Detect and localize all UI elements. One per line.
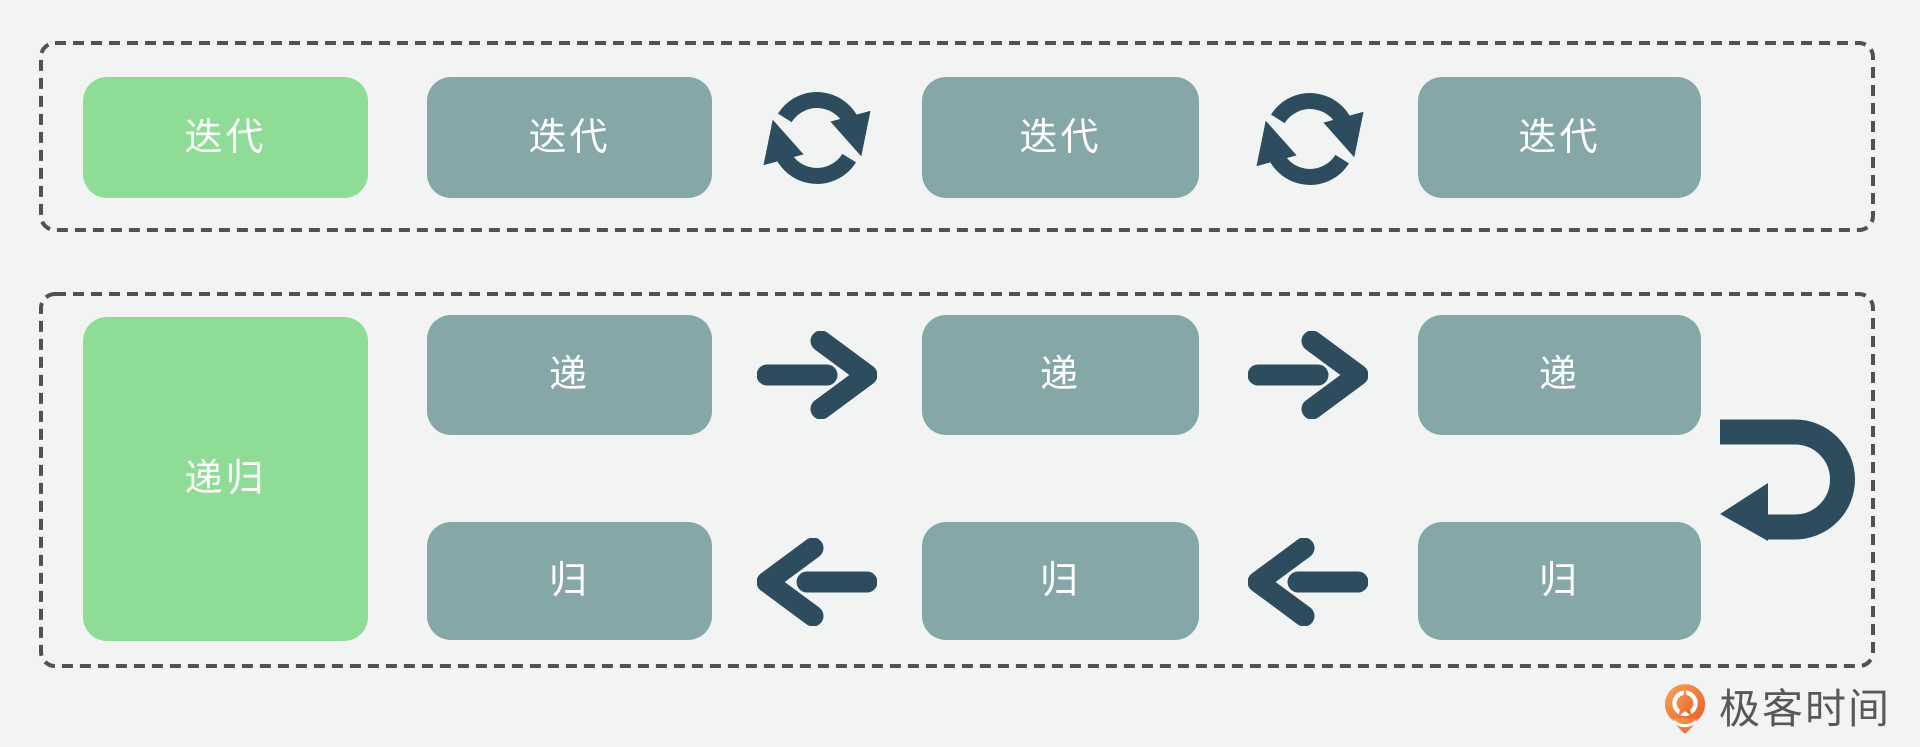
recursion-return-label: 归 <box>1538 560 1580 602</box>
u-turn-arrow-icon <box>1720 419 1855 541</box>
recursion-return-label: 归 <box>1039 560 1081 602</box>
recursion-return-box-3: 归 <box>1418 522 1701 640</box>
recursion-forward-box-3: 递 <box>1418 315 1701 435</box>
recursion-forward-label: 递 <box>548 354 590 396</box>
recursion-panel: 递归 递 递 递 归 归 归 <box>39 292 1875 668</box>
iteration-step-box-2: 迭代 <box>922 77 1199 198</box>
geektime-logo: 极客时间 <box>1662 681 1891 737</box>
recursion-return-box-1: 归 <box>427 522 712 640</box>
cycle-refresh-icon <box>1256 93 1364 185</box>
recursion-highlight-label: 递归 <box>184 458 267 500</box>
recursion-return-box-2: 归 <box>922 522 1199 640</box>
arrow-right-icon <box>757 331 877 419</box>
recursion-forward-box-1: 递 <box>427 315 712 435</box>
logo-text: 极客时间 <box>1719 685 1891 732</box>
iteration-step-label: 迭代 <box>1518 116 1601 159</box>
iteration-step-box-3: 迭代 <box>1418 77 1701 198</box>
arrow-right-icon <box>1248 331 1368 419</box>
iteration-step-label: 迭代 <box>528 116 611 159</box>
iteration-step-label: 迭代 <box>1019 116 1102 159</box>
iteration-highlight-label: 迭代 <box>184 116 267 159</box>
recursion-forward-box-2: 递 <box>922 315 1199 435</box>
geektime-pin-icon <box>1664 684 1706 734</box>
arrow-left-icon <box>1248 538 1368 626</box>
recursion-return-label: 归 <box>548 560 590 602</box>
iteration-panel: 迭代 迭代 迭代 迭代 <box>39 41 1875 232</box>
recursion-forward-label: 递 <box>1039 354 1081 396</box>
recursion-highlight-box: 递归 <box>83 317 368 641</box>
iteration-dashed-border <box>39 41 1875 232</box>
recursion-forward-label: 递 <box>1538 354 1580 396</box>
cycle-refresh-icon <box>763 92 871 184</box>
iteration-highlight-box: 迭代 <box>83 77 368 198</box>
iteration-step-box-1: 迭代 <box>427 77 712 198</box>
recursion-dashed-border <box>39 292 1875 668</box>
arrow-left-icon <box>757 538 877 626</box>
